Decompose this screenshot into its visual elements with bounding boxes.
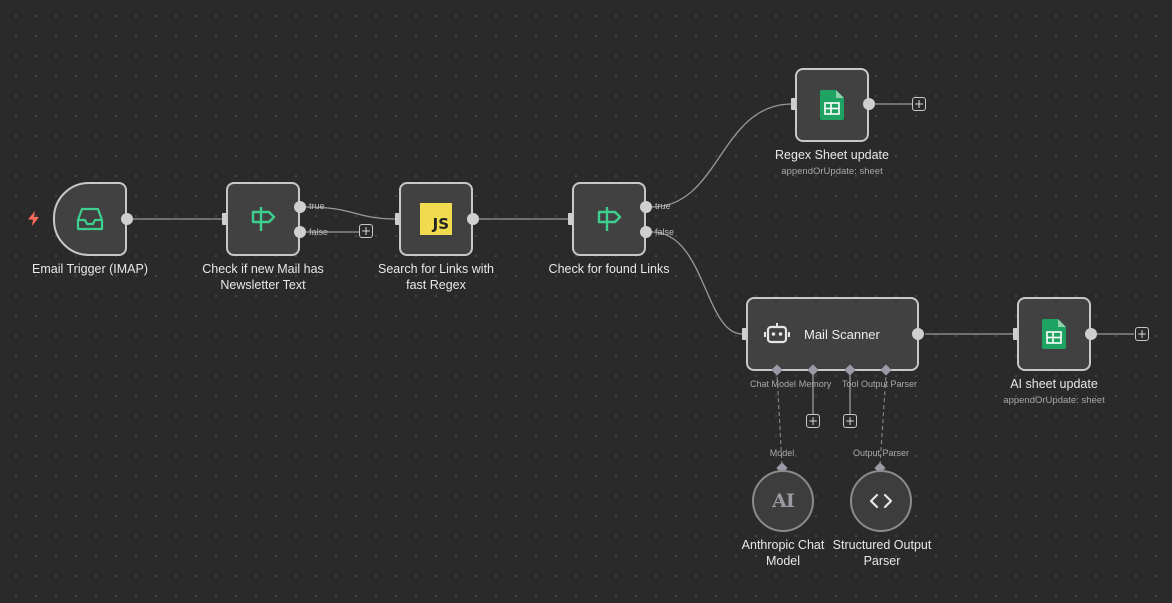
inbox-icon xyxy=(75,206,105,232)
parser-slot-label: Output Parser xyxy=(852,448,910,458)
google-sheets-icon xyxy=(820,90,844,120)
mail-scanner-output-port[interactable] xyxy=(912,328,924,340)
signpost-icon xyxy=(248,205,278,233)
regex-sheet-subtitle: appendOrUpdate: sheet xyxy=(781,166,883,177)
ai-sheet-subtitle: appendOrUpdate: sheet xyxy=(1003,395,1105,406)
check-newsletter-label-line-2: Newsletter Text xyxy=(220,278,306,292)
edge-found-true-to-regex-sheet xyxy=(651,103,793,208)
ai-sheet-label: AI sheet update xyxy=(1010,377,1098,391)
check-newsletter-false-label: false xyxy=(309,227,329,237)
memory-add-button[interactable]: + xyxy=(806,414,820,428)
check-newsletter-true-port[interactable] xyxy=(294,201,306,213)
search-links-label: Search for Links with fast Regex xyxy=(378,261,494,293)
check-newsletter-true-label: true xyxy=(309,201,325,211)
anthropic-label: Anthropic Chat Model xyxy=(742,537,825,569)
output-parser-slot-label: Output Parser xyxy=(860,379,918,389)
tool-slot-label: Tool xyxy=(842,379,858,389)
ai-sheet-node[interactable] xyxy=(1017,297,1091,371)
search-links-label-line-1: Search for Links with xyxy=(377,262,495,276)
regex-sheet-input-port[interactable] xyxy=(791,98,797,110)
check-found-input-port[interactable] xyxy=(568,213,574,225)
parser-label-line-2: Parser xyxy=(863,554,901,568)
chat-model-slot-label: Chat Model xyxy=(749,379,797,389)
search-links-input-port[interactable] xyxy=(395,213,401,225)
anthropic-chat-model-node[interactable]: AI xyxy=(752,470,814,532)
search-links-node[interactable]: JS xyxy=(399,182,473,256)
check-found-true-label: true xyxy=(655,201,671,211)
code-brackets-icon xyxy=(870,493,892,509)
mail-scanner-node[interactable]: Mail Scanner xyxy=(746,297,919,371)
search-links-output-port[interactable] xyxy=(467,213,479,225)
check-newsletter-false-port[interactable] xyxy=(294,226,306,238)
check-found-false-label: false xyxy=(655,227,675,237)
email-trigger-label: Email Trigger (IMAP) xyxy=(32,262,148,276)
check-found-false-port[interactable] xyxy=(640,226,652,238)
regex-sheet-output-port[interactable] xyxy=(863,98,875,110)
check-newsletter-input-port[interactable] xyxy=(222,213,228,225)
mail-scanner-input-port[interactable] xyxy=(742,328,748,340)
parser-label-line-1: Structured Output xyxy=(832,538,932,552)
robot-icon xyxy=(764,322,790,346)
google-sheets-icon xyxy=(1042,319,1066,349)
check-found-label: Check for found Links xyxy=(548,262,670,276)
memory-slot-label: Memory xyxy=(798,379,832,389)
check-newsletter-label-line-1: Check if new Mail has xyxy=(202,262,324,276)
regex-sheet-label: Regex Sheet update xyxy=(775,148,889,162)
regex-sheet-node[interactable] xyxy=(795,68,869,142)
mail-scanner-title: Mail Scanner xyxy=(804,326,880,342)
check-newsletter-false-add-button[interactable]: + xyxy=(359,224,373,238)
ai-sheet-output-port[interactable] xyxy=(1085,328,1097,340)
check-newsletter-label: Check if new Mail has Newsletter Text xyxy=(202,261,324,293)
tool-add-button[interactable]: + xyxy=(843,414,857,428)
parser-label: Structured Output Parser xyxy=(833,537,932,569)
signpost-icon xyxy=(594,205,624,233)
lightning-bolt-icon xyxy=(28,211,39,226)
edge-found-false-to-mail-scanner xyxy=(651,231,743,335)
email-trigger-output-port[interactable] xyxy=(121,213,133,225)
anthropic-label-line-1: Anthropic Chat xyxy=(741,538,825,552)
regex-sheet-add-button[interactable]: + xyxy=(912,97,926,111)
anthropic-label-line-2: Model xyxy=(765,554,801,568)
email-trigger-node[interactable] xyxy=(53,182,127,256)
anthropic-slot-label: Model xyxy=(769,448,795,458)
ai-sheet-add-button[interactable]: + xyxy=(1135,327,1149,341)
js-icon: JS xyxy=(420,203,452,235)
structured-output-parser-node[interactable] xyxy=(850,470,912,532)
check-found-true-port[interactable] xyxy=(640,201,652,213)
check-newsletter-node[interactable] xyxy=(226,182,300,256)
search-links-label-line-2: fast Regex xyxy=(406,278,466,292)
check-found-node[interactable] xyxy=(572,182,646,256)
anthropic-icon: AI xyxy=(772,490,795,512)
ai-sheet-input-port[interactable] xyxy=(1013,328,1019,340)
